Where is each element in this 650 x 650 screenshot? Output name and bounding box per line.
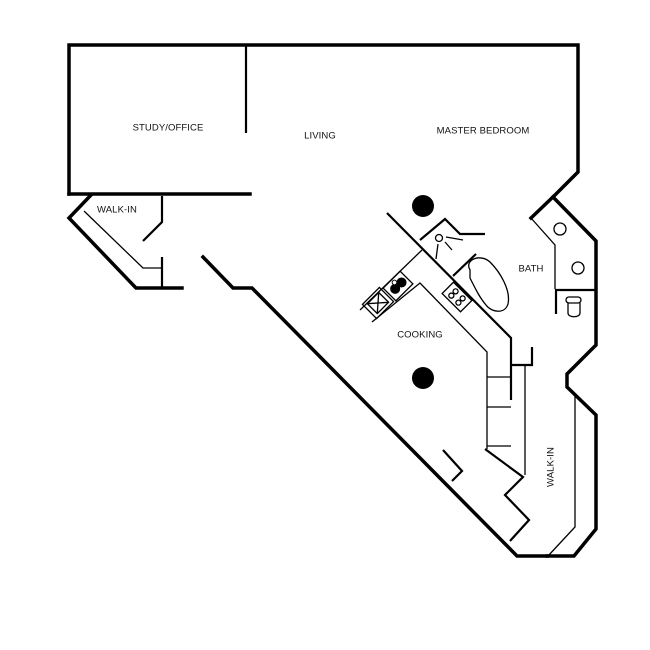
room-label-bath: BATH xyxy=(518,263,544,275)
column-icon xyxy=(412,367,434,389)
sink-icon xyxy=(553,222,567,236)
room-label-master-bedroom: MASTER BEDROOM xyxy=(436,125,530,137)
room-label-living: LIVING xyxy=(304,130,336,142)
column-icon xyxy=(412,195,434,217)
kitchen-counter xyxy=(359,249,511,449)
toilet-icon xyxy=(565,296,582,318)
columns xyxy=(412,195,434,389)
interior-walls xyxy=(83,45,596,557)
sink-icon xyxy=(361,286,395,320)
exterior-walls xyxy=(66,43,598,558)
bath-fixtures xyxy=(434,222,585,318)
room-label-walk-in-left: WALK-IN xyxy=(97,204,137,216)
bathtub-icon xyxy=(468,257,510,312)
room-label-cooking: COOKING xyxy=(397,329,443,341)
range-icon xyxy=(441,281,473,313)
room-label-study: STUDY/OFFICE xyxy=(132,122,204,134)
cooktop-icon xyxy=(382,270,414,302)
room-label-walk-in-right: WALK-IN xyxy=(545,447,557,487)
shower-head-icon xyxy=(434,233,464,260)
sink-icon xyxy=(571,261,585,275)
